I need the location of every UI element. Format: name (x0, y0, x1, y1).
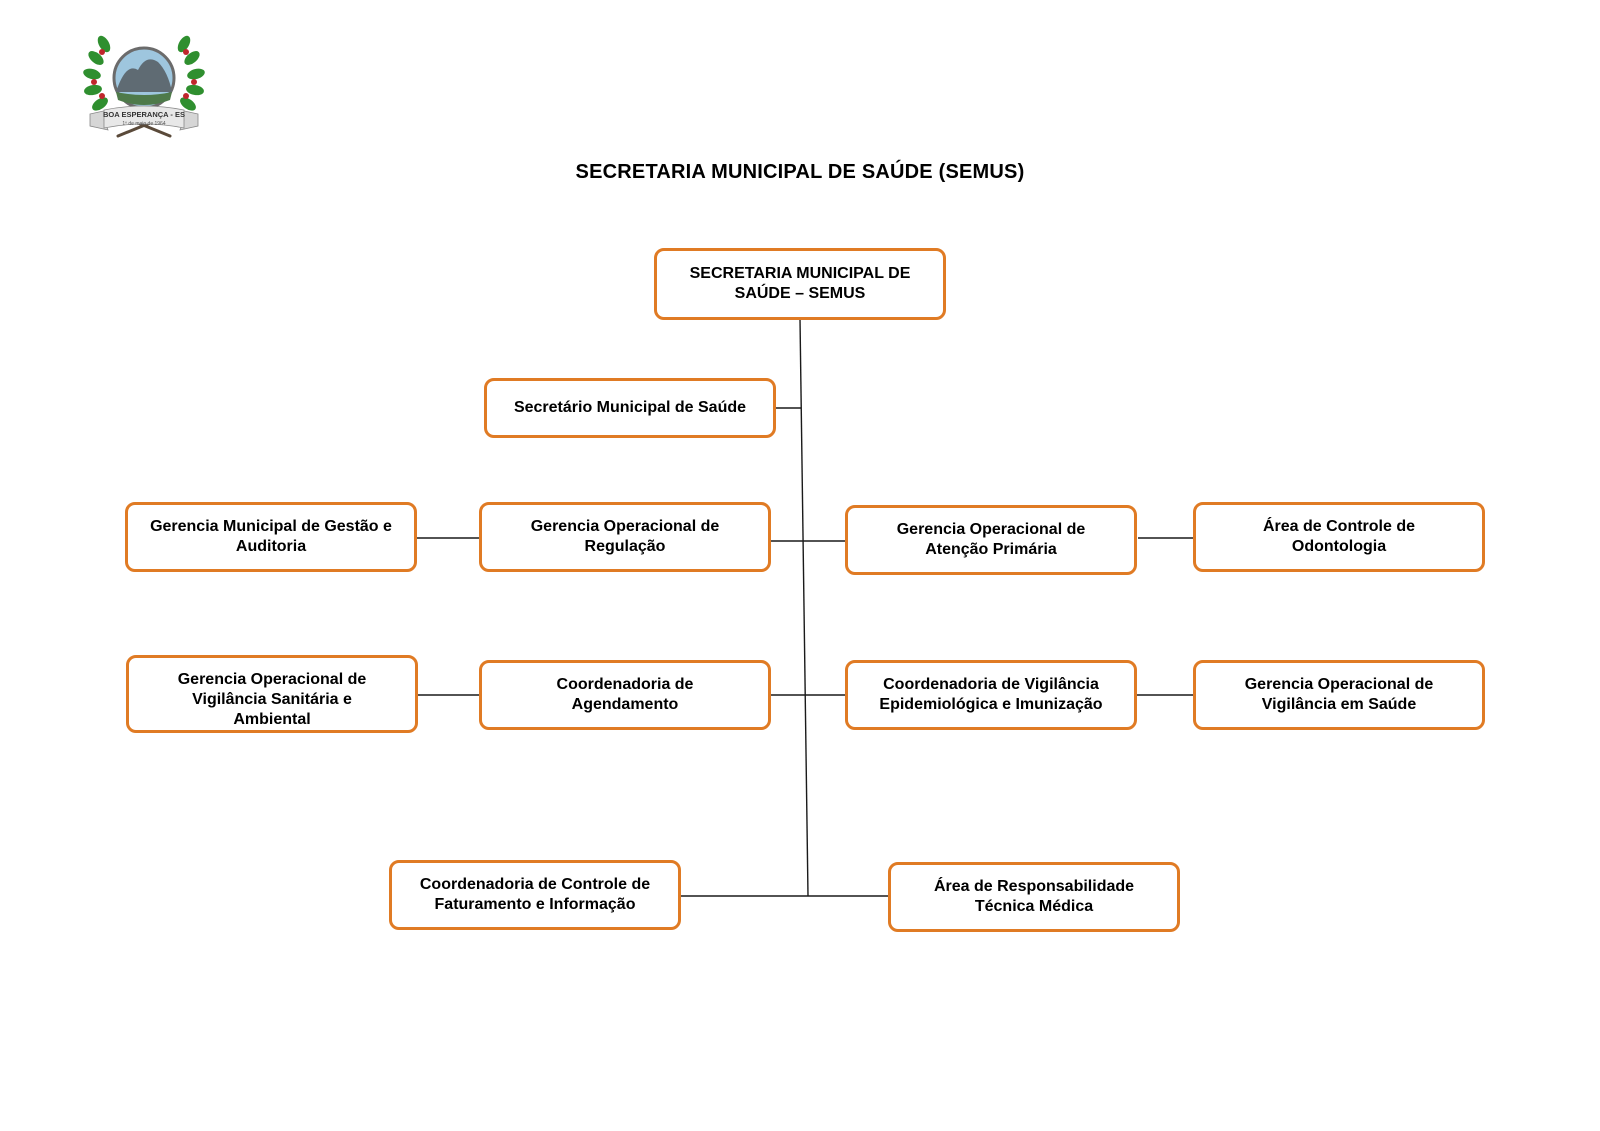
org-node-odontologia: Área de Controle de Odontologia (1193, 502, 1485, 572)
org-node-label: Coordenadoria de Vigilância Epidemiológi… (879, 676, 1103, 713)
connector-trunk (799, 318, 809, 897)
org-node-label: Coordenadoria de Controle de Faturamento… (419, 876, 651, 913)
org-node-faturamento: Coordenadoria de Controle de Faturamento… (389, 860, 681, 930)
org-node-label: Coordenadoria de Agendamento (556, 676, 694, 713)
org-node-vigilancia-sanitaria: Gerencia Operacional de Vigilância Sanit… (126, 655, 418, 733)
org-node-label: Área de Controle de Odontologia (1262, 518, 1416, 555)
org-node-vigilancia-saude: Gerencia Operacional de Vigilância em Sa… (1193, 660, 1485, 730)
laurel-left-icon (83, 35, 111, 111)
org-node-gestao-auditoria: Gerencia Municipal de Gestão e Auditoria (125, 502, 417, 572)
mountain-shield-icon (112, 46, 176, 110)
org-node-label: Gerencia Operacional de Regulação (530, 518, 720, 555)
org-node-secretaria-semus: SECRETARIA MUNICIPAL DE SAÚDE – SEMUS (654, 248, 946, 320)
org-node-regulacao: Gerencia Operacional de Regulação (479, 502, 771, 572)
org-node-secretario-municipal: Secretário Municipal de Saúde (484, 378, 776, 438)
org-node-label: Gerencia Operacional de Vigilância em Sa… (1244, 676, 1434, 713)
org-node-vigilancia-epidemiologica: Coordenadoria de Vigilância Epidemiológi… (845, 660, 1137, 730)
logo-banner-text: BOA ESPERANÇA - ES (103, 110, 185, 119)
org-node-label: Secretário Municipal de Saúde (513, 399, 747, 416)
org-node-label: Área de Responsabilidade Técnica Médica (933, 878, 1135, 915)
org-node-responsabilidade-tecnica: Área de Responsabilidade Técnica Médica (888, 862, 1180, 932)
org-node-label: SECRETARIA MUNICIPAL DE SAÚDE – SEMUS (689, 265, 911, 302)
org-node-atencao-primaria: Gerencia Operacional de Atenção Primária (845, 505, 1137, 575)
logo-date-text: 1º de maio de 1964 (122, 121, 165, 127)
org-node-label: Gerencia Municipal de Gestão e Auditoria (150, 518, 392, 555)
ribbon-banner-icon: BOA ESPERANÇA - ES 1º de maio de 1964 (89, 105, 199, 131)
laurel-right-icon (177, 35, 205, 111)
boa-esperanca-coat-of-arms-logo: BOA ESPERANÇA - ES 1º de maio de 1964 (83, 35, 205, 138)
org-node-label: Gerencia Operacional de Atenção Primária (896, 521, 1086, 558)
page-title: SECRETARIA MUNICIPAL DE SAÚDE (SEMUS) (575, 161, 1025, 183)
org-node-label: Gerencia Operacional de Vigilância Sanit… (177, 671, 367, 728)
org-node-agendamento: Coordenadoria de Agendamento (479, 660, 771, 730)
